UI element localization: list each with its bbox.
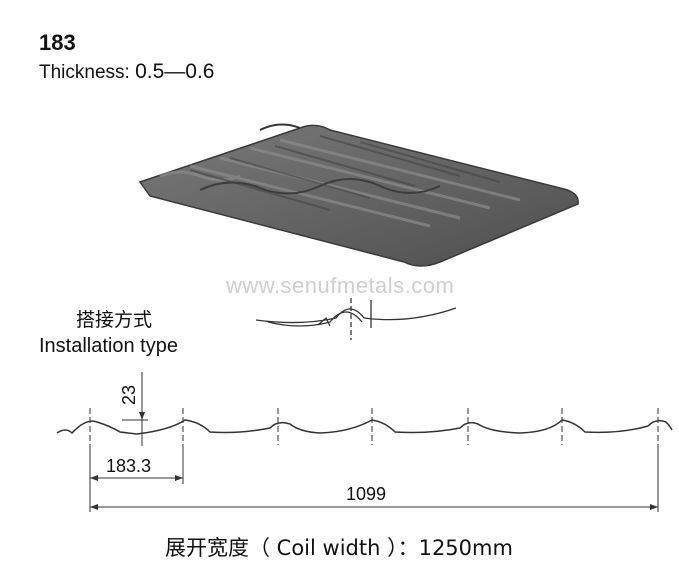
pitch-marks — [89, 408, 659, 445]
thickness-line: Thickness: 0.5—0.6 — [39, 60, 214, 84]
total-width-value: 1099 — [346, 484, 386, 504]
model-number: 183 — [39, 30, 76, 55]
pitch-dimension: 183.3 — [89, 445, 184, 484]
profile-line — [56, 419, 673, 435]
installation-label-en: Installation type — [39, 335, 178, 357]
profile-section — [56, 408, 673, 445]
height-dimension: 23 — [119, 372, 148, 446]
pitch-value: 183.3 — [106, 456, 151, 476]
height-value: 23 — [119, 385, 139, 405]
installation-detail — [255, 298, 457, 340]
coil-width-caption: 展开宽度（ Coil width ）：1250mm — [165, 536, 513, 560]
thickness-value: 0.5—0.6 — [135, 60, 215, 83]
roof-sheet-illustration — [138, 123, 579, 267]
thickness-label: Thickness: — [39, 62, 136, 83]
width-dimension: 1099 — [89, 445, 659, 512]
installation-label-cn: 搭接方式 — [76, 309, 153, 331]
watermark: www.senufmetals.com — [226, 273, 455, 298]
